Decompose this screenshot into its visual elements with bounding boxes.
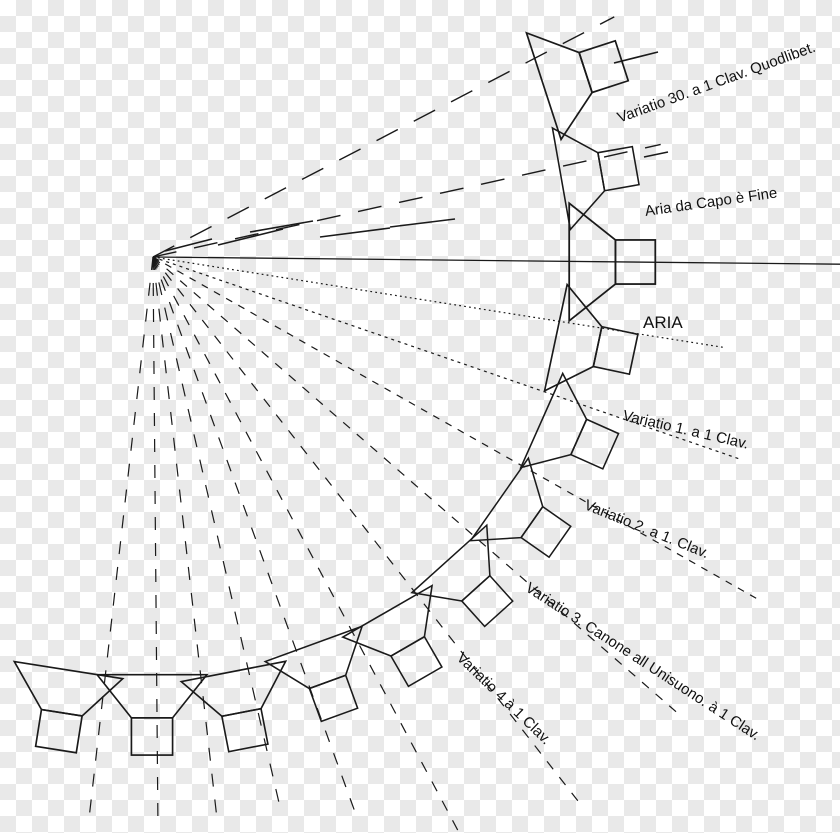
bell-var5	[341, 584, 443, 688]
ray-var4	[152, 256, 682, 717]
bell-horn	[469, 456, 544, 542]
bell-var8	[95, 673, 209, 756]
bell-var2	[519, 371, 620, 470]
bell-var6	[263, 624, 364, 723]
ray-var6	[152, 256, 460, 833]
bell-group	[12, 31, 657, 756]
bell-horn	[410, 523, 491, 602]
bell-body-square	[519, 505, 572, 559]
bell-horn	[525, 31, 594, 142]
ray-var2	[152, 256, 740, 460]
bell-body-square	[308, 674, 359, 723]
ray-quodlibet	[152, 16, 615, 258]
bell-var9	[12, 660, 125, 754]
tick-upper-3	[249, 220, 314, 233]
ray-var10	[152, 256, 159, 817]
bell-horn	[263, 624, 364, 690]
ray-var1	[152, 256, 726, 349]
bell-horn	[519, 371, 588, 469]
bell-horn	[95, 673, 209, 719]
tick-upper-1	[164, 238, 213, 252]
tick-upper-5	[389, 218, 456, 228]
ray-aria	[152, 256, 840, 265]
tick-ariacapo	[643, 151, 669, 158]
ray-var7	[152, 256, 359, 822]
ray-var11	[89, 256, 154, 814]
bell-var4	[410, 523, 514, 628]
bell-var7	[179, 660, 288, 753]
ray-var8	[152, 256, 282, 813]
ray-aria-capo	[152, 143, 661, 258]
ray-var9	[152, 256, 217, 814]
bell-body-square	[34, 708, 84, 754]
bell-horn	[543, 282, 603, 393]
bell-aria-capo	[551, 126, 640, 232]
ray-var5	[152, 256, 585, 809]
ray-group	[89, 16, 840, 833]
bell-horn	[179, 660, 288, 718]
bell-horn	[341, 584, 434, 657]
bell-var3	[469, 456, 572, 559]
bell-horn	[12, 660, 125, 717]
tick-upper-2	[217, 228, 284, 246]
bell-body-square	[389, 635, 443, 688]
bell-horn	[551, 126, 606, 232]
ray-var3	[152, 256, 763, 603]
bell-body-square	[578, 39, 630, 94]
bell-var1	[543, 282, 639, 393]
bell-body-square	[569, 418, 620, 470]
bell-quodlibet	[525, 31, 630, 142]
bell-aria	[568, 201, 657, 323]
bell-body-square	[460, 574, 514, 628]
bell-body-square	[130, 717, 174, 756]
bell-horn	[568, 201, 617, 323]
tick-upper-4	[319, 227, 391, 238]
